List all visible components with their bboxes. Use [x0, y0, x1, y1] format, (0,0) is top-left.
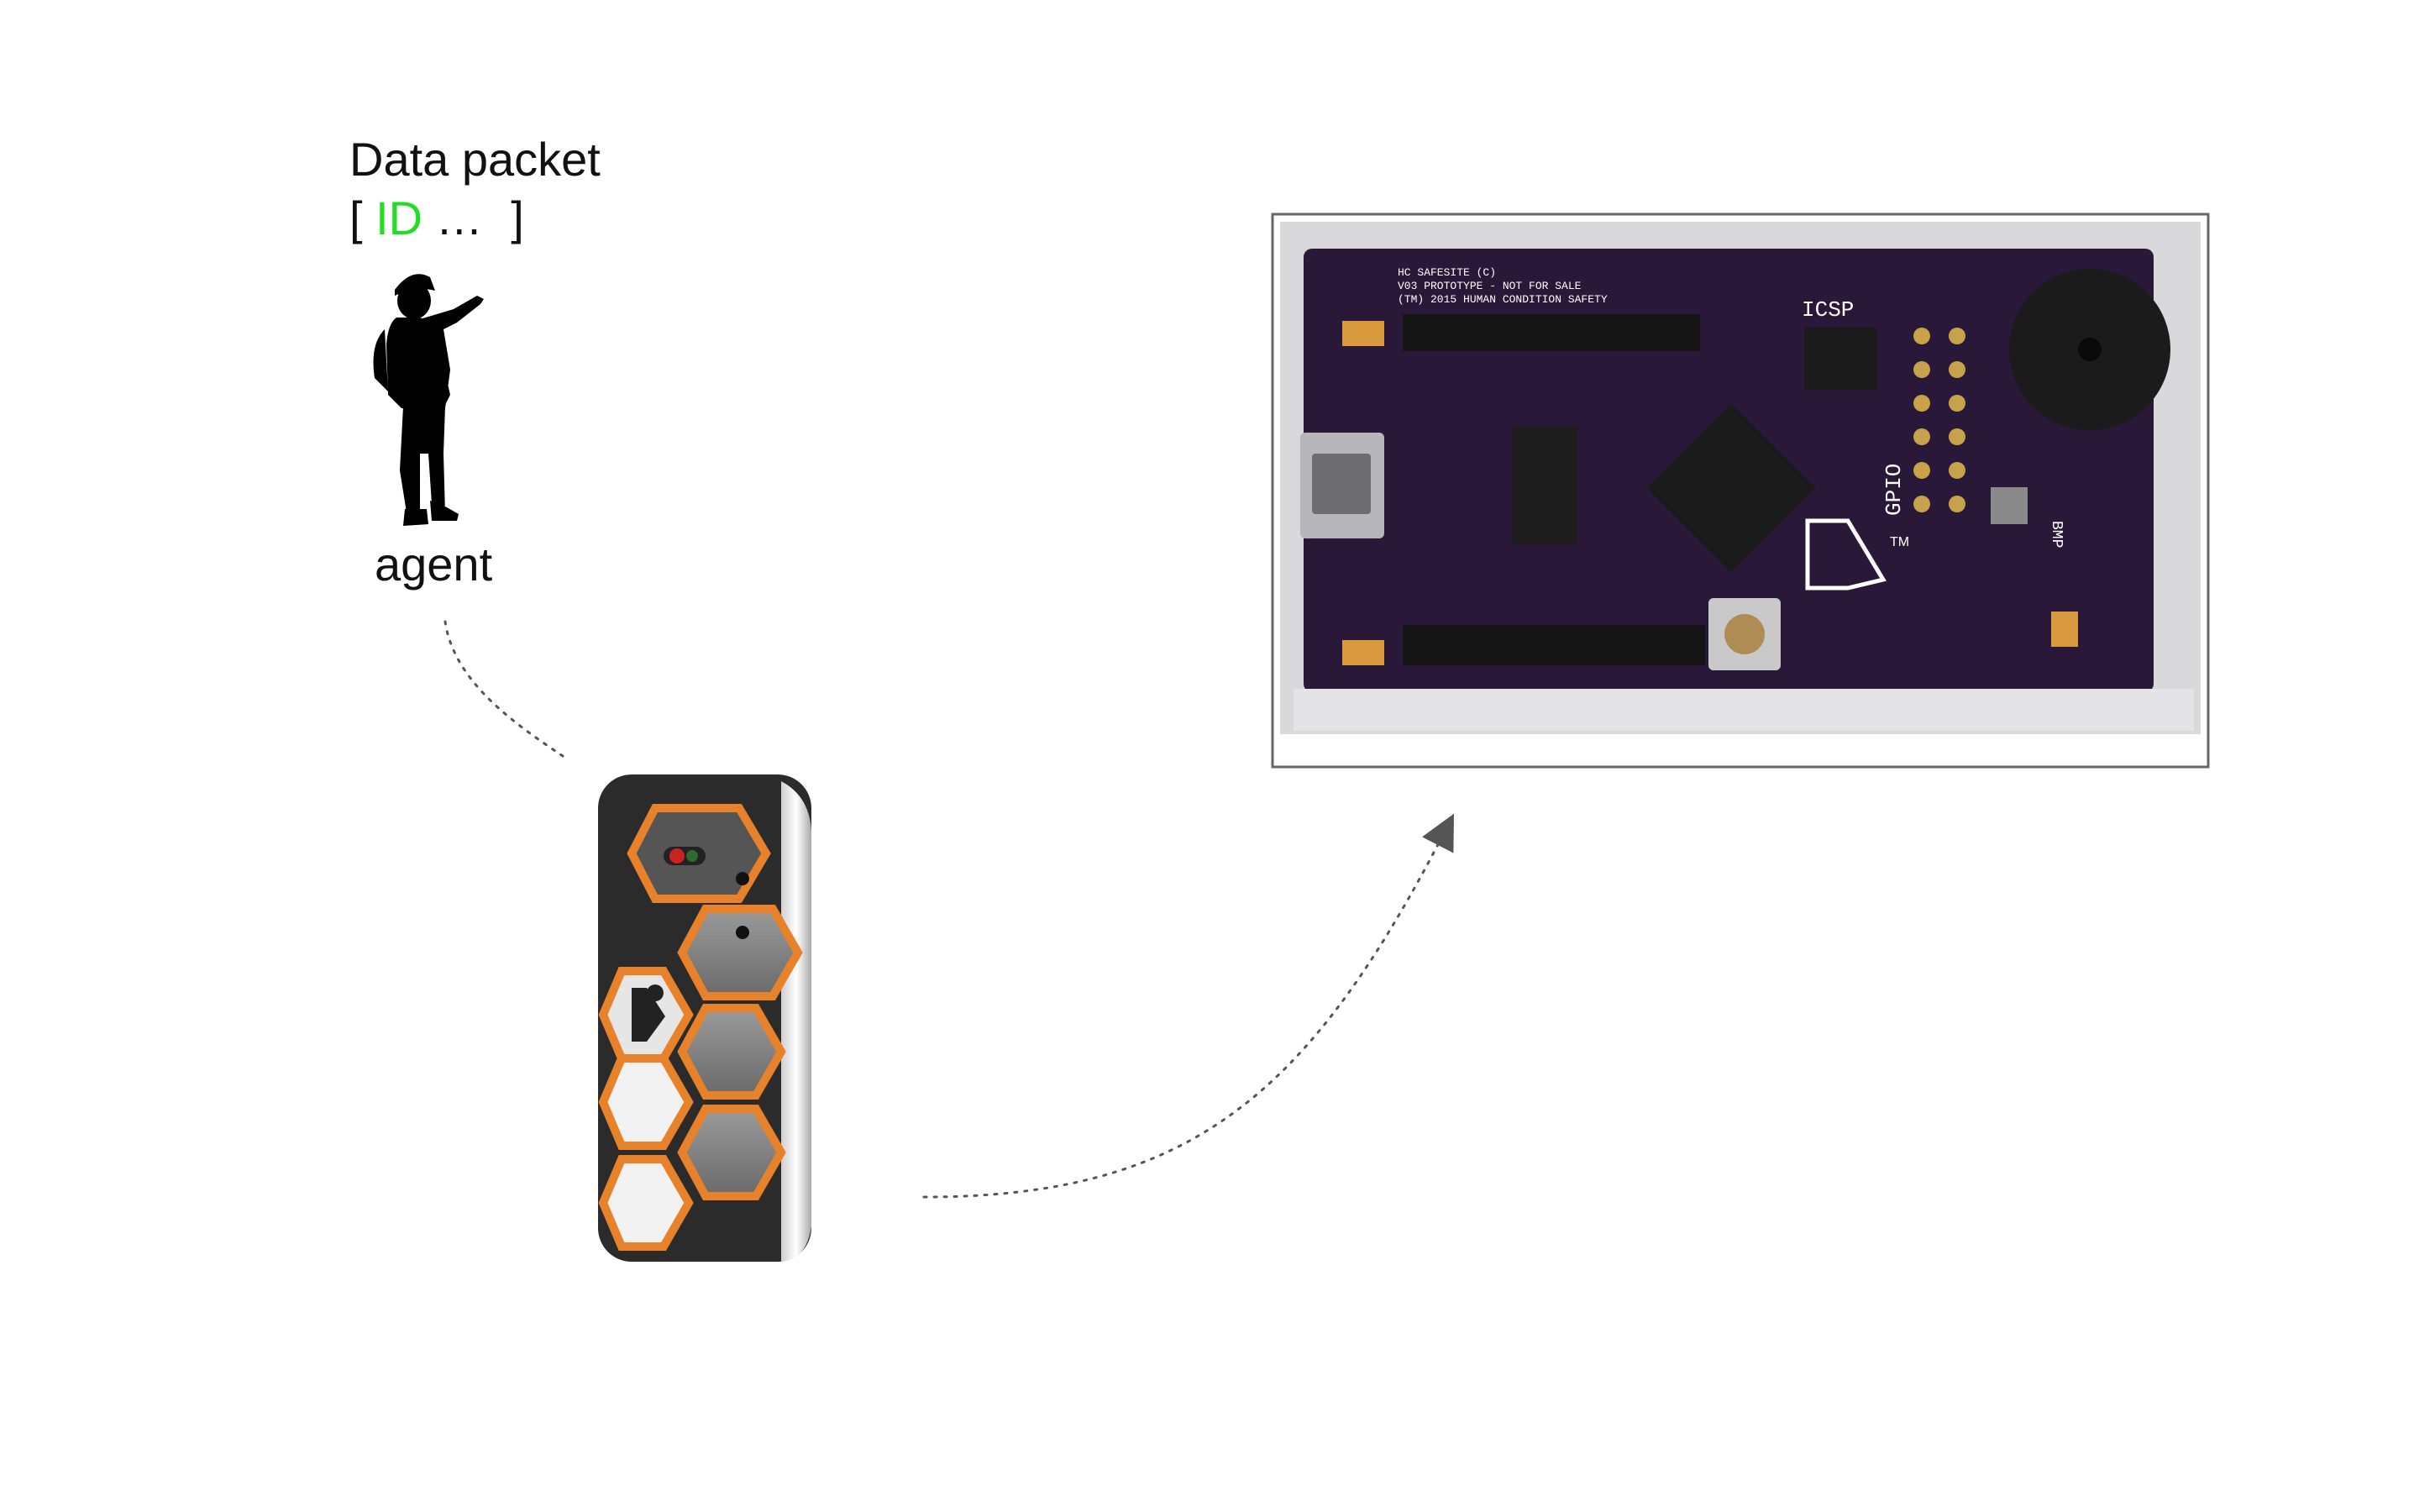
data-packet-title: Data packet [349, 136, 601, 183]
device-to-board-arrow [924, 832, 1445, 1197]
packet-ellipsis: … [436, 192, 483, 244]
agent-label: agent [375, 541, 492, 588]
data-packet-content: [ ID … ] [349, 195, 524, 242]
packet-open-bracket: [ [349, 192, 363, 244]
packet-id: ID [375, 192, 422, 244]
agent-to-device-connector [445, 622, 563, 756]
packet-close-bracket: ] [511, 192, 524, 244]
